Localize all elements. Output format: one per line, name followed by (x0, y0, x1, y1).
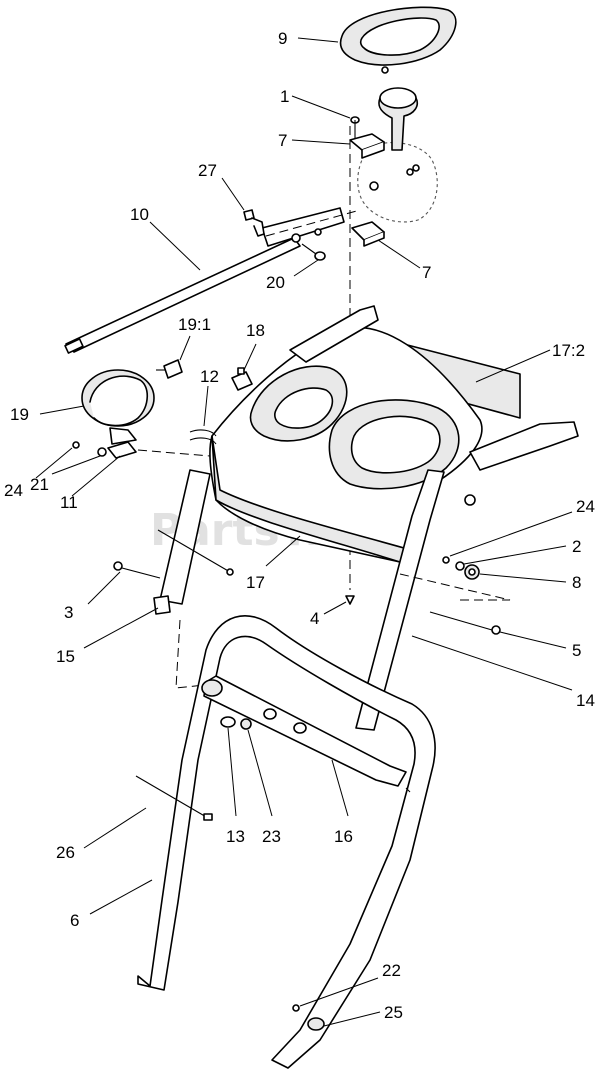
callout-6: 6 (70, 911, 79, 930)
callout-24-right: 24 (576, 497, 595, 516)
dash-11 (137, 449, 211, 457)
part-24-nut-left (72, 441, 80, 449)
chute-control-ghost (357, 87, 438, 223)
part-20-bolt (301, 243, 326, 261)
dash-8 (399, 573, 511, 601)
callout-25: 25 (384, 1003, 403, 1022)
callout-17-2: 17:2 (552, 341, 585, 360)
part-23-nut (240, 718, 252, 730)
callout-26: 26 (56, 843, 75, 862)
callout-22: 22 (382, 961, 401, 980)
part-12-clip (189, 429, 217, 445)
part-25-bolt (307, 1017, 325, 1031)
part-22-washer (292, 1004, 300, 1012)
part-13-washer (220, 716, 236, 728)
callout-10: 10 (130, 205, 149, 224)
part-18-switch (231, 367, 253, 391)
part-3-bolt (113, 561, 161, 579)
part-9-cap (339, 6, 457, 74)
callout-11: 11 (60, 493, 78, 512)
part-19-headlight (81, 369, 155, 445)
callout-20: 20 (266, 273, 285, 292)
part-24-nut-right (442, 556, 450, 564)
leader-lines (35, 37, 573, 1027)
part-8-knob (464, 564, 480, 580)
callout-19-1: 19:1 (178, 315, 211, 334)
callout-23: 23 (262, 827, 281, 846)
part-5-bolt (429, 611, 501, 635)
callout-7-lower: 7 (422, 263, 431, 282)
part-21-washer (97, 447, 107, 457)
part-4-screw (345, 595, 355, 605)
callout-4: 4 (310, 609, 319, 628)
callout-14: 14 (576, 691, 595, 710)
callout-2: 2 (572, 537, 581, 556)
part-15-bracket (153, 595, 215, 689)
callout-12: 12 (200, 367, 219, 386)
part-11-bracket (107, 441, 137, 459)
part-7-bracket-lower (351, 221, 385, 247)
callout-13: 13 (226, 827, 245, 846)
part-27-nut (243, 209, 265, 237)
callout-18: 18 (246, 321, 265, 340)
callout-19: 19 (10, 405, 29, 424)
callout-labels: 9 1 7 27 10 7 20 19:1 18 17:2 12 19 24 2… (4, 29, 595, 1022)
callout-8: 8 (572, 573, 581, 592)
part-10-control-rod (64, 207, 361, 354)
callout-17: 17 (246, 573, 265, 592)
part-19-1-bulb (156, 359, 183, 379)
part-2-washer (455, 561, 465, 571)
part-14-upper-handle-right (355, 469, 476, 731)
part-26-cable-tie (135, 775, 213, 821)
part-16-crossbar (201, 675, 407, 787)
part-6-lower-handle (137, 615, 436, 1069)
callout-5: 5 (572, 641, 581, 660)
callout-27: 27 (198, 161, 217, 180)
callout-15: 15 (56, 647, 75, 666)
callout-1: 1 (280, 87, 289, 106)
callout-16: 16 (334, 827, 353, 846)
part-17-panel (209, 305, 579, 563)
part-7-bracket-upper (349, 133, 385, 159)
callout-7-upper: 7 (278, 131, 287, 150)
callout-24-left: 24 (4, 481, 23, 500)
upper-handle-left (157, 469, 234, 605)
callout-3: 3 (64, 603, 73, 622)
callout-21: 21 (30, 475, 49, 494)
callout-9: 9 (278, 29, 287, 48)
part-1-bolt (350, 116, 360, 138)
